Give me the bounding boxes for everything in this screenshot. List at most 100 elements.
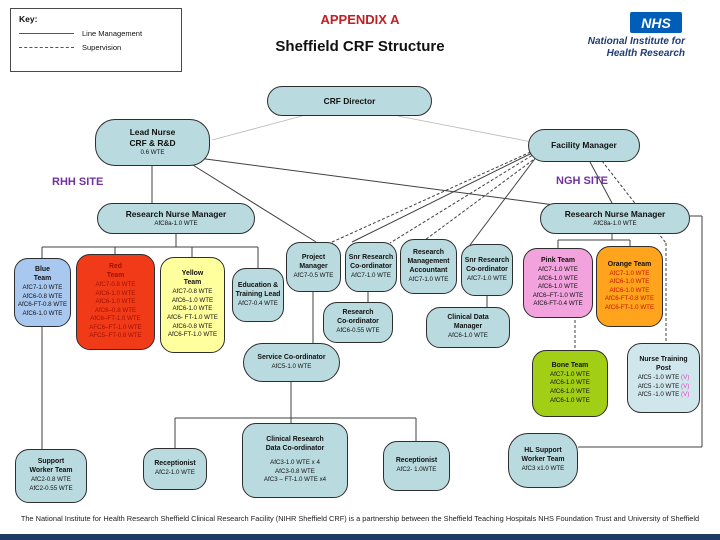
node-wte: AfC6-1.0 WTE [538,274,578,282]
node-wte: AfC7-1.0 WTE [550,370,590,378]
node-title2: Post [656,365,671,373]
nihr-line2: Health Research [606,48,685,59]
node-title2: Training Lead [235,290,281,298]
node-wte: AfC6-FT-1.0 WTE [604,303,655,311]
node-lead-nurse: Lead Nurse CRF & R&D 0.6 WTE [95,119,210,166]
node-wte: AfC6–FT-1.0 WTE [90,315,141,323]
node-wte: AfC6-1.0 WTE [538,283,578,291]
node-wte: AfC6–FT-1.0 WTE [532,291,584,299]
supervision-links [329,149,667,408]
node-wte: AfC3 – FT-1.0 WTE x4 [263,476,327,484]
node-wte: AfC3-1.0 WTE x 4 [270,459,320,467]
node-wte: AfC2-1.0 WTE [155,469,195,477]
node-research-nurse-manager-rhh: Research Nurse Manager AfC8a-1.0 WTE [97,203,255,234]
node-wte: AfC7-0.5 WTE [293,271,334,279]
node-snr-research-coordinator-1: Snr Research Co-ordinator AfC7-1.0 WTE [345,242,397,292]
appendix-label: APPENDIX A [320,12,400,27]
node-wte: AfC6-0.8 WTE [22,292,63,300]
node-title: Snr Research [464,256,510,264]
footer-text: The National Institute for Health Resear… [20,514,700,523]
node-pink-team: Pink Team AfC7-1.0 WTE AfC6-1.0 WTE AfC6… [523,248,593,318]
dashed-line-sample [19,47,74,48]
node-wte: AfC7-0.4 WTE [238,299,278,307]
node-title2: Manager [299,262,328,270]
node-title: Snr Research [348,253,394,261]
node-wte: AfC6-1.0 WTE [550,387,590,395]
node-wte: AfC6-1.0 WTE [550,396,590,404]
node-title2: Team [106,272,125,280]
node-receptionist-ngh: Receptionist AfC2- 1.0WTE [383,441,450,491]
node-wte: AfC6-FT-1.0 WTE [167,331,218,339]
node-title: Research [342,309,374,317]
node-wte: AfC6-1.0 WTE [609,286,650,294]
node-wte: AfC5 -1.0 WTE (V) [638,374,690,383]
node-yellow-team: Yellow Team AfC7-0.8 WTE AfC6–1.0 WTE Af… [160,257,225,353]
wte-text: AfC5 -1.0 WTE [637,391,680,399]
rhh-site-label: RHH SITE [52,176,104,188]
node-wte: AfC6–1.0 WTE [171,296,214,304]
node-snr-research-coordinator-2: Snr Research Co-ordinator AfC7-1.0 WTE [461,244,513,296]
solid-line-sample [19,33,74,34]
node-wte: AfC8a-1.0 WTE [593,219,637,227]
node-wte: AfC6-0.8 WTE [172,322,213,330]
node-title2: Team [183,279,202,287]
node-wte: AfC3-0.8 WTE [275,467,315,475]
node-research-coordinator: Research Co-ordinator AfC6-0.55 WTE [323,302,393,343]
node-education-training-lead: Education & Training Lead AfC7-0.4 WTE [232,268,284,322]
node-wte: AfC6-1.0 WTE [609,278,650,286]
legend-supervision: Supervision [19,43,173,52]
node-wte: AfC6-FT-0.4 WTE [533,300,583,308]
node-title: Research Nurse Manager [125,208,227,219]
node-title: Receptionist [154,460,196,468]
node-wte: AfC7-0.8 WTE [172,288,213,296]
node-wte: AfC6-FT-0.8 WTE [17,301,68,309]
node-title: Red [108,263,123,271]
node-service-coordinator: Service Co-ordinator AfC5-1.0 WTE [243,343,340,382]
node-title2: Manager [453,323,483,331]
node-title2: Co-ordinator [350,262,392,270]
node-wte: AfC7-1.0 WTE [538,266,578,274]
node-title: HL Support [524,447,562,455]
node-wte: AfC2- 1.0WTE [396,466,437,474]
node-hl-support-worker-team: HL Support Worker Team AfC3 x1.0 WTE [508,433,578,488]
page-title: Sheffield CRF Structure [275,38,445,55]
node-title: Clinical Data [447,314,489,322]
node-title: Bone Team [551,361,589,369]
node-title: Facility Manager [551,140,617,151]
node-title2: Co-ordinator [466,265,508,273]
node-clinical-data-manager: Clinical Data Manager AfC6-1.0 WTE [426,307,510,348]
node-title2: Worker Team [29,467,73,475]
ngh-site-label: NGH SITE [556,175,608,187]
legend-title: Key: [19,14,38,24]
node-subtitle: CRF & R&D [129,138,176,149]
node-facility-manager: Facility Manager [528,129,640,162]
node-title: Blue [35,266,50,274]
node-title: Receptionist [395,457,438,465]
node-wte: AfC7-1.0 WTE [22,284,63,292]
legend-line-management-label: Line Management [82,29,143,38]
vacancy-tag: (V) [681,374,690,382]
wte-text: AfC5 -1.0 WTE [637,382,680,390]
wte-text: AfC5 -1.0 WTE [637,374,680,382]
node-wte: AfC2-0.55 WTE [29,484,73,492]
node-title: Yellow [181,270,204,278]
node-title2: Management [407,257,450,265]
node-wte: AfC7-1.0 WTE [467,274,507,282]
node-title2: Co-ordinator [337,318,379,326]
node-wte: AfC6-1.0 WTE [550,379,590,387]
node-blue-team: Blue Team AfC7-1.0 WTE AfC6-0.8 WTE AfC6… [14,258,71,327]
legend-box: Key: Line Management Supervision [10,8,182,72]
node-title3: Accountant [409,266,448,274]
nihr-line1: National Institute for [587,36,685,47]
node-title: Education & [237,281,279,289]
node-crf-director: CRF Director [267,86,432,116]
node-wte: AfC5-1.0 WTE [271,362,312,370]
director-links [211,115,533,143]
node-title: Orange Team [607,260,652,268]
node-wte: AfC6-0.55 WTE [336,327,380,335]
node-project-manager: Project Manager AfC7-0.5 WTE [286,242,341,292]
node-wte: AfC8a-1.0 WTE [154,219,198,227]
node-wte: AfC6-1.0 WTE [448,332,488,340]
